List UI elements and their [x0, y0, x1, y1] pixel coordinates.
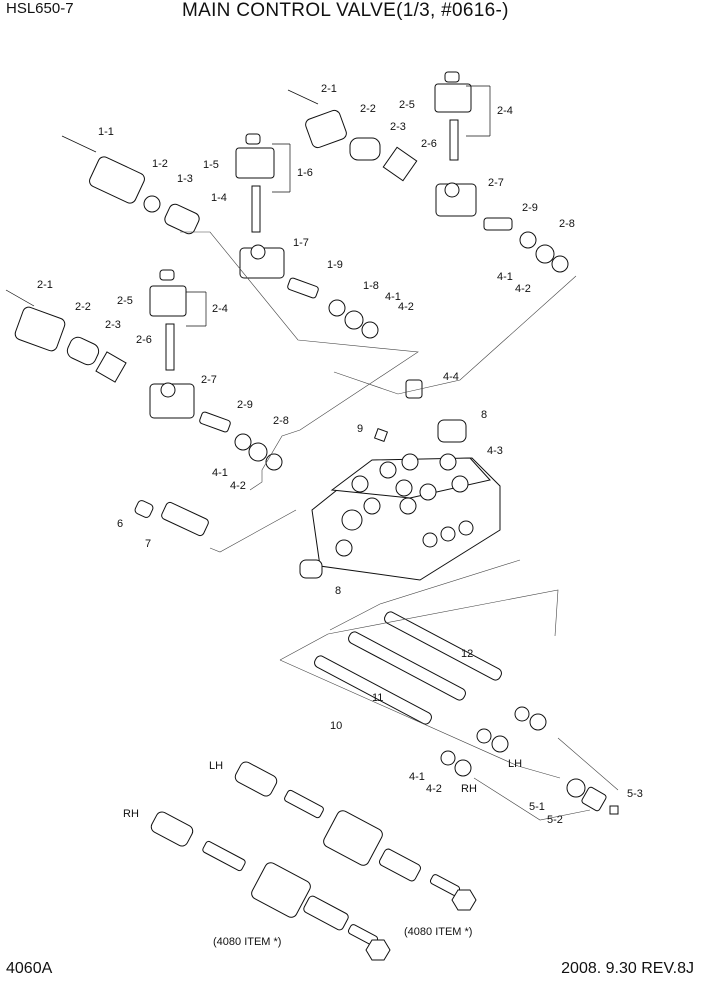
label-4-3: 4-3 [487, 445, 503, 457]
label-4-1-left: 4-1 [212, 467, 228, 479]
page-code: 4060A [6, 960, 53, 977]
label-8-bottom: 8 [335, 585, 341, 597]
label-2-3-left: 2-3 [105, 319, 121, 331]
label-5-1: 5-1 [529, 801, 545, 813]
label-4-1-low: 4-1 [409, 771, 425, 783]
label-12: 12 [461, 648, 473, 660]
label-9: 9 [357, 423, 363, 435]
label-2-4: 2-4 [497, 105, 513, 117]
solenoid-group-1 [61, 133, 379, 339]
label-2-9: 2-9 [522, 202, 538, 214]
solenoid-group-upper-right [287, 71, 569, 273]
label-2-8: 2-8 [559, 218, 575, 230]
label-4-4: 4-4 [443, 371, 459, 383]
label-11: 11 [372, 692, 383, 704]
label-rh-assy: RH [123, 808, 139, 820]
label-1-6: 1-6 [297, 167, 313, 179]
solenoid-group-left [5, 269, 283, 471]
label-2-1: 2-1 [321, 83, 337, 95]
label-4-2: 4-2 [515, 283, 531, 295]
label-2-7: 2-7 [488, 177, 504, 189]
label-1-2: 1-2 [152, 158, 168, 170]
callout-labels: 2-1 2-2 2-3 2-4 2-5 2-6 2-7 2-8 2-9 4-1 … [37, 83, 643, 948]
label-5-3: 5-3 [627, 788, 643, 800]
label-rh-ring: RH [461, 783, 477, 795]
label-2-4-left: 2-4 [212, 303, 228, 315]
label-2-2: 2-2 [360, 103, 376, 115]
label-4-2-mid: 4-2 [398, 301, 414, 313]
spools [314, 611, 619, 815]
label-1-9: 1-9 [327, 259, 343, 271]
label-1-4: 1-4 [211, 192, 227, 204]
label-1-7: 1-7 [293, 237, 309, 249]
label-4-2-low: 4-2 [426, 783, 442, 795]
label-2-6-left: 2-6 [136, 334, 152, 346]
revision-date: 2008. 9.30 REV.8J [561, 960, 694, 977]
label-5-2: 5-2 [547, 814, 563, 826]
label-2-5-left: 2-5 [117, 295, 133, 307]
label-2-7-left: 2-7 [201, 374, 217, 386]
label-2-2-left: 2-2 [75, 301, 91, 313]
label-1-8: 1-8 [363, 280, 379, 292]
label-lh-ring: LH [508, 758, 522, 770]
label-1-1: 1-1 [98, 126, 114, 138]
note-upper: (4080 ITEM *) [404, 926, 472, 938]
label-2-6: 2-6 [421, 138, 437, 150]
assembly-guide-lines [180, 231, 619, 821]
label-6: 6 [117, 518, 123, 530]
label-1-3: 1-3 [177, 173, 193, 185]
label-2-9-left: 2-9 [237, 399, 253, 411]
label-8-top: 8 [481, 409, 487, 421]
page-title: MAIN CONTROL VALVE(1/3, #0616-) [182, 0, 509, 21]
label-7: 7 [145, 538, 151, 550]
relief-valve [134, 500, 209, 537]
label-4-2-left: 4-2 [230, 480, 246, 492]
label-1-5: 1-5 [203, 159, 219, 171]
label-4-1-mid: 4-1 [385, 291, 401, 303]
actuator-assemblies [150, 761, 477, 961]
label-4-1: 4-1 [497, 271, 513, 283]
label-2-5: 2-5 [399, 99, 415, 111]
model-code: HSL650-7 [6, 0, 74, 17]
label-10: 10 [330, 720, 342, 732]
label-2-8-left: 2-8 [273, 415, 289, 427]
note-lower: (4080 ITEM *) [213, 936, 281, 948]
label-2-1-left: 2-1 [37, 279, 53, 291]
main-valve-body [299, 379, 501, 581]
label-2-3: 2-3 [390, 121, 406, 133]
label-lh-assy: LH [209, 760, 223, 772]
